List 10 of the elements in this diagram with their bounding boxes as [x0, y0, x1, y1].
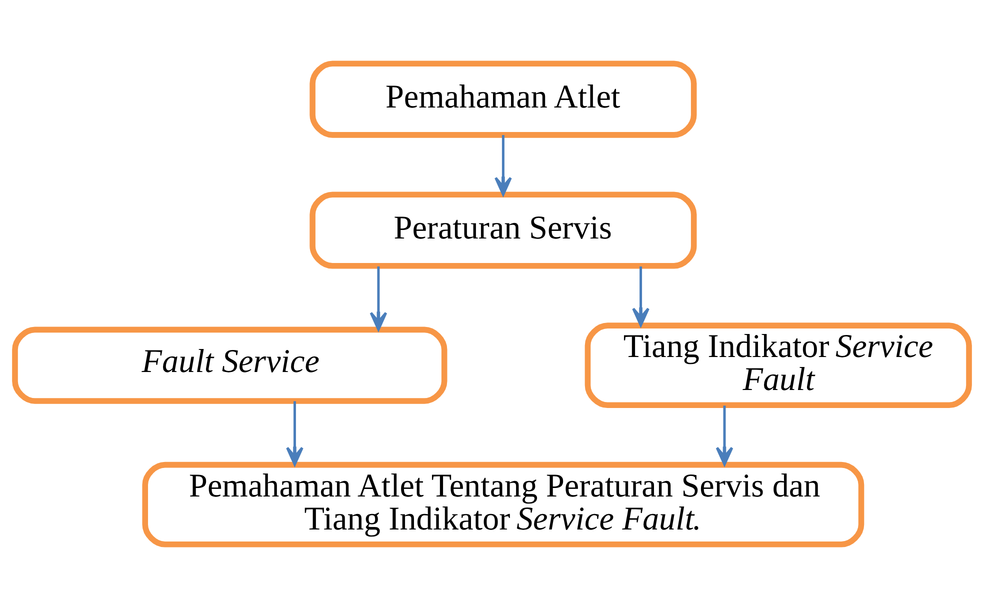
arrow: [286, 400, 304, 466]
node-box: Tiang Indikator Service Fault: [584, 322, 972, 408]
node-box: Pemahaman Atlet Tentang Peraturan Servis dan Tiang Indikator Service Fault.: [142, 461, 864, 547]
arrow: [494, 134, 512, 196]
node-box: Peraturan Servis: [310, 191, 697, 268]
arrow: [370, 266, 388, 330]
arrow: [632, 266, 650, 326]
arrow: [716, 405, 734, 466]
node-box: Pemahaman Atlet: [310, 60, 697, 138]
node-box: Fault Service: [12, 326, 448, 404]
